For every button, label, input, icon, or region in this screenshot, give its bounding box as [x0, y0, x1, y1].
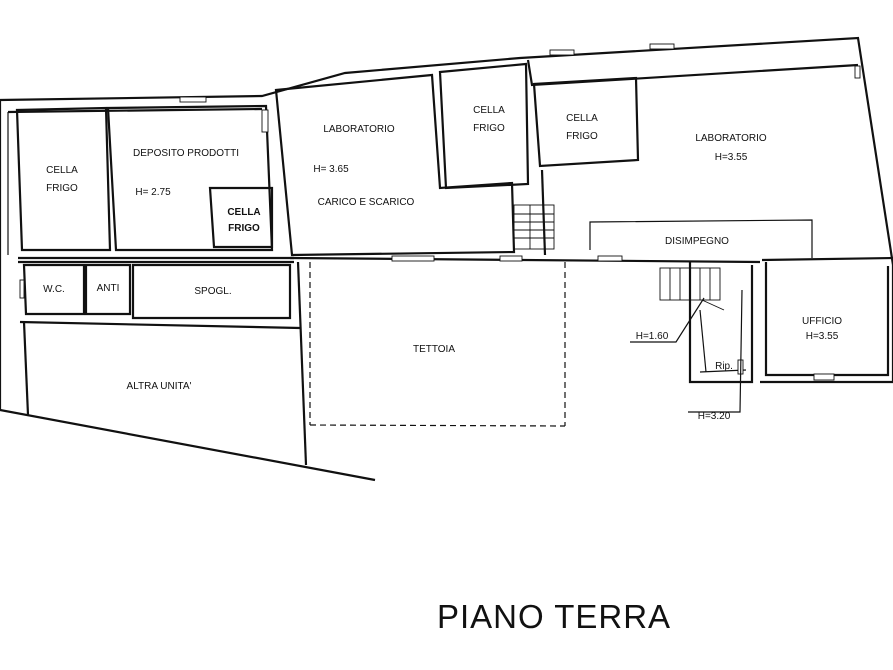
label-tettoia: TETTOIA: [413, 344, 455, 355]
label-altra-unita: ALTRA UNITA': [127, 381, 192, 392]
stairs-secondary: [659, 267, 725, 311]
label-laboratorio-2: LABORATORIO: [695, 133, 767, 144]
annotation-h-rip: H=3.20: [698, 411, 731, 422]
label-ufficio-height: H=3.55: [806, 331, 839, 342]
label-rip: Rip.: [715, 361, 733, 372]
label-laboratorio-2-height: H=3.55: [715, 152, 748, 163]
room-walls-left: [15, 104, 308, 466]
label-deposito-height: H= 2.75: [135, 187, 171, 198]
label-cella-frigo-2b: FRIGO: [228, 223, 260, 234]
label-laboratorio-1: LABORATORIO: [323, 124, 395, 135]
room-walls-right: [274, 59, 893, 384]
label-cella-frigo-1b: FRIGO: [46, 183, 78, 194]
label-carico-scarico: CARICO E SCARICO: [318, 197, 415, 208]
label-anti: ANTI: [97, 283, 120, 294]
label-wc: W.C.: [43, 284, 65, 295]
window-marks: [19, 43, 861, 381]
tettoia-outline: [309, 262, 566, 427]
outer-walls: [0, 36, 893, 482]
leader-lines: [630, 289, 743, 413]
label-cella-frigo-3b: FRIGO: [473, 123, 505, 134]
label-cella-frigo-4a: CELLA: [566, 113, 598, 124]
label-disimpegno: DISIMPEGNO: [665, 236, 729, 247]
stairs-main: [513, 204, 555, 250]
label-cella-frigo-3a: CELLA: [473, 105, 505, 116]
label-cella-frigo-2a: CELLA: [227, 207, 260, 218]
label-spogl: SPOGL.: [194, 286, 231, 297]
annotation-h-stair: H=1.60: [636, 331, 669, 342]
label-cella-frigo-4b: FRIGO: [566, 131, 598, 142]
label-ufficio: UFFICIO: [802, 316, 842, 327]
label-laboratorio-1-height: H= 3.65: [313, 164, 349, 175]
label-cella-frigo-1a: CELLA: [46, 165, 78, 176]
floor-title: PIANO TERRA: [437, 598, 671, 635]
label-deposito-prodotti: DEPOSITO PRODOTTI: [133, 148, 239, 159]
